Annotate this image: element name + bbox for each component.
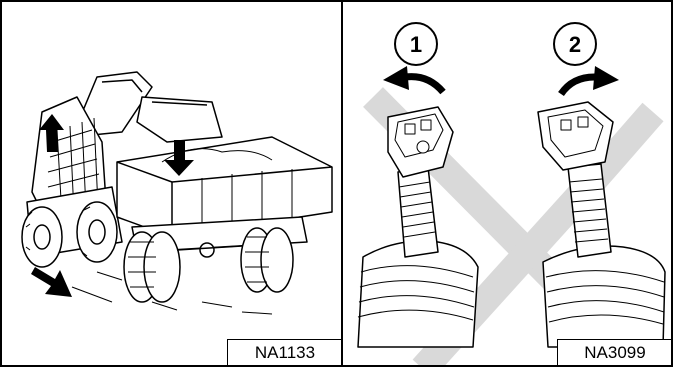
joystick-illustration-panel: 1 2 NA3099 bbox=[341, 0, 673, 367]
figure-reference-code: NA3099 bbox=[557, 339, 673, 367]
control-2-number: 2 bbox=[569, 32, 581, 57]
control-1-badge: 1 bbox=[395, 23, 437, 65]
loader-illustration-panel: NA1133 bbox=[0, 0, 343, 367]
figure-reference-label: NA1133 bbox=[255, 343, 315, 363]
figure-reference-code: NA1133 bbox=[227, 339, 343, 367]
rotate-left-arrow-icon bbox=[383, 66, 443, 92]
joystick-scene: 1 2 bbox=[343, 2, 673, 367]
dump-truck-illustration bbox=[117, 137, 332, 302]
control-1-number: 1 bbox=[410, 32, 422, 57]
control-2-badge: 2 bbox=[554, 23, 596, 65]
figure-reference-label: NA3099 bbox=[584, 343, 645, 363]
rotate-right-arrow-icon bbox=[561, 66, 619, 94]
loader-scene bbox=[2, 2, 343, 367]
arrow-down-right-icon bbox=[31, 267, 72, 297]
joystick-left-illustration bbox=[358, 107, 478, 347]
